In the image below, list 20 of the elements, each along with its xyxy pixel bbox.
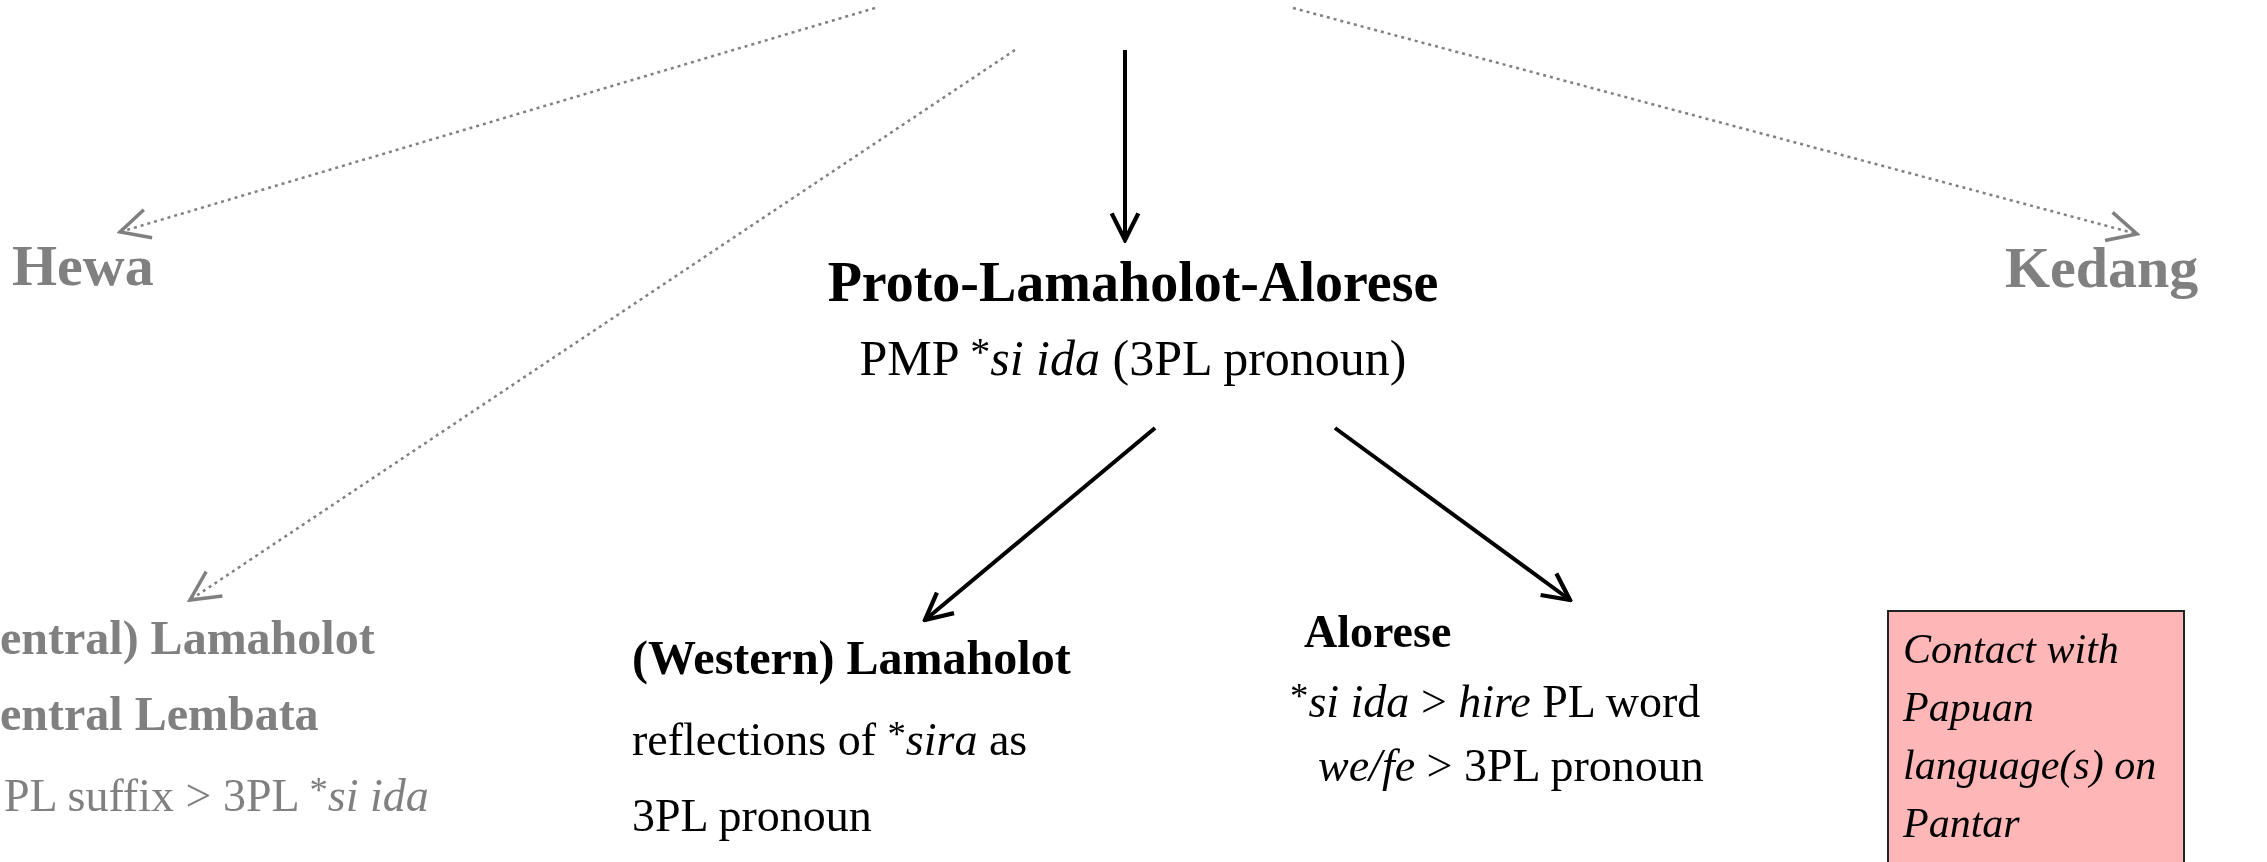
node-title: Proto-Lamaholot-Alorese [826, 250, 1440, 314]
arrow [1333, 426, 1573, 603]
node-title: entral Lembata [0, 686, 320, 742]
node-title: Alorese [1303, 605, 1453, 659]
node-title: (Western) Lamaholot [632, 630, 1072, 687]
arrow [118, 6, 876, 240]
arrow [1292, 6, 2139, 243]
node-description: PL suffix > 3PL $^{*}$si ida [3, 768, 430, 824]
node-description: we/fe > 3PL pronoun [1317, 739, 1705, 794]
note-box [1887, 610, 2185, 862]
node-title: entral) Lamaholot [0, 610, 376, 667]
note-text: Contact with Papuan language(s) on Pantar [1903, 625, 2158, 848]
language-name: Kedang [2005, 234, 2200, 301]
arrow [188, 48, 1016, 602]
node-description: reflections of $^{*}$sira as 3PL pronoun [632, 712, 1029, 844]
arrow [922, 426, 1157, 623]
node-description: $^{*}$si ida > hire PL word [1289, 674, 1702, 730]
language-name: Hewa [12, 232, 155, 299]
arrow [1109, 50, 1141, 243]
node-description: PMP $^{*}$si ida (3PL pronoun) [858, 328, 1408, 387]
